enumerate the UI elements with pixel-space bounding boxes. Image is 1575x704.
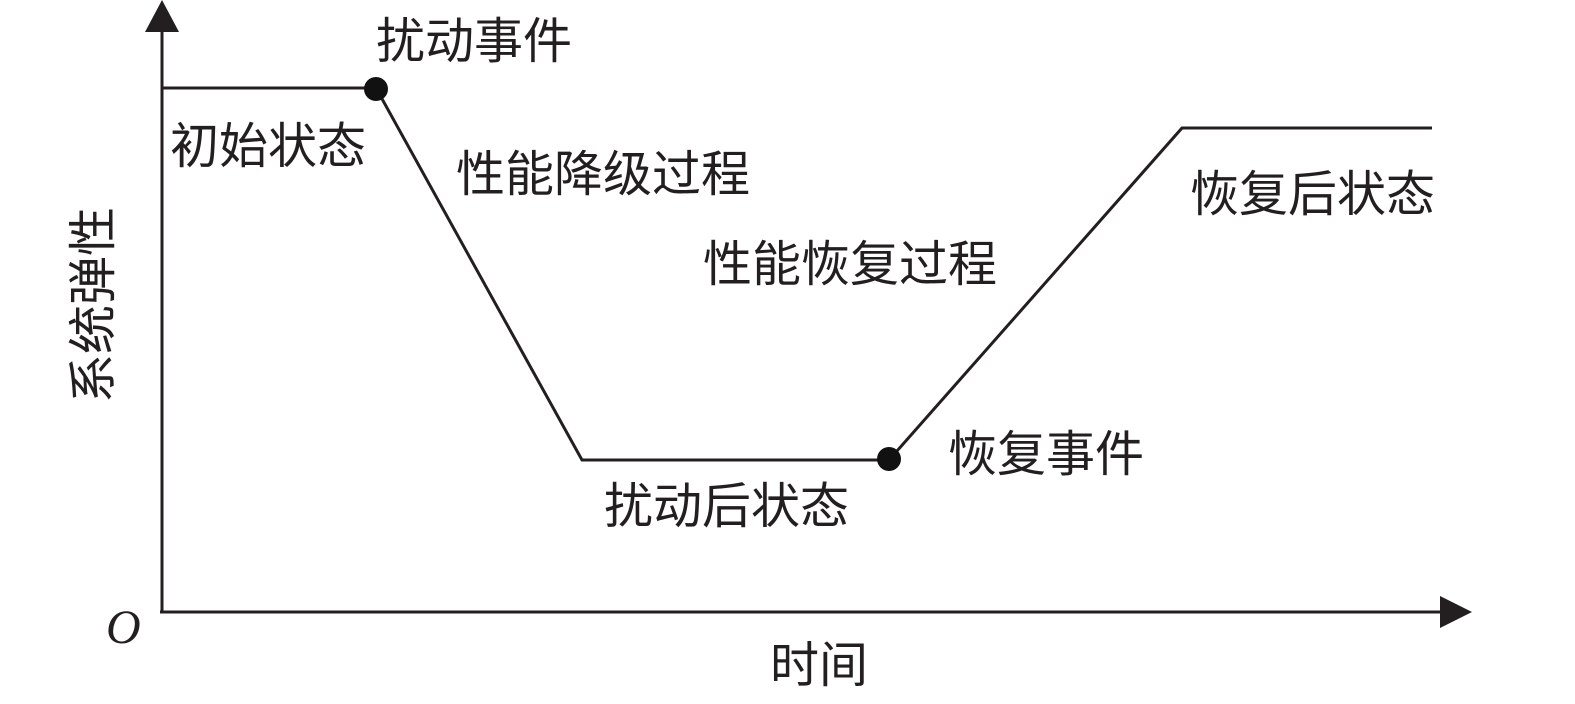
y-axis-label: 系统弹性	[65, 206, 122, 403]
x-axis-arrow	[1440, 596, 1472, 628]
recovery-process-label: 性能恢复过程	[703, 236, 998, 293]
x-axis-label: 时间	[770, 637, 869, 694]
recovery-event-label: 恢复事件	[948, 426, 1145, 483]
disturbance-event-label: 扰动事件	[376, 13, 573, 70]
resilience-curve	[162, 86, 1432, 462]
degradation-process-label: 性能降级过程	[456, 146, 751, 203]
after-disturbance-state-label: 扰动后状态	[604, 478, 850, 535]
disturbance-event-marker	[364, 77, 388, 101]
origin-label: O	[106, 601, 141, 654]
initial-state-label: 初始状态	[170, 118, 367, 175]
after-recovery-state-label: 恢复后状态	[1190, 166, 1436, 223]
y-axis-arrow	[145, 0, 179, 32]
recovery-event-marker	[877, 447, 901, 471]
